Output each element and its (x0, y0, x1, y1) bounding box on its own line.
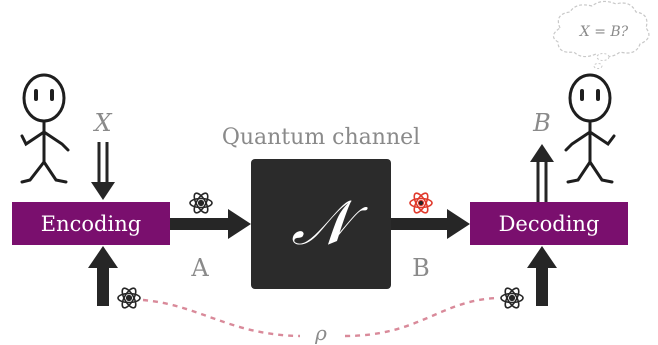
system-a-label: A (190, 254, 209, 282)
decoding-label: Decoding (499, 212, 600, 236)
shared-state-dashed-line (142, 296, 499, 338)
arrow-up-into-decoding (527, 246, 557, 306)
output-label: B (532, 109, 551, 137)
input-double-arrow (91, 142, 115, 200)
output-double-arrow (530, 144, 554, 202)
encoding-label: Encoding (41, 212, 141, 236)
encoding-box: Encoding (12, 202, 170, 245)
thought-bubble-text: X = B? (579, 24, 629, 40)
arrow-channel-to-decoding (391, 209, 470, 239)
atom-icon (189, 190, 213, 216)
quantum-channel-box: 𝒩 (251, 159, 391, 289)
receiver-figure-icon (564, 73, 616, 184)
input-label: X (92, 109, 112, 137)
atom-icon (500, 285, 524, 311)
sender-figure-icon (20, 73, 70, 184)
shared-state-label: ρ (314, 321, 327, 345)
atom-icon (117, 285, 141, 311)
atom-icon (409, 190, 433, 216)
thought-bubble: X = B? (552, 0, 650, 69)
arrow-encoding-to-channel (170, 209, 251, 239)
channel-title: Quantum channel (222, 125, 420, 150)
system-b-label: B (412, 254, 430, 282)
decoding-box: Decoding (470, 202, 628, 245)
arrow-up-into-encoding (88, 246, 118, 306)
